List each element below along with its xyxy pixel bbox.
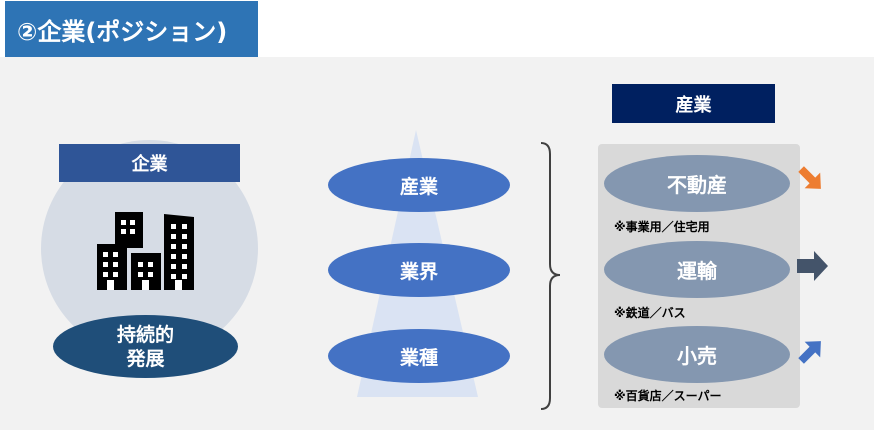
buildings-icon [97, 212, 194, 290]
industry-note-real-estate: ※事業用／住宅用 [614, 220, 710, 234]
arrow-down-right-icon [798, 166, 821, 189]
industry-header: 産業 [612, 84, 775, 123]
industry-item-retail: 小売 [604, 326, 790, 383]
right-brace [540, 142, 561, 410]
badge-line-1: 持続的 [116, 323, 174, 346]
badge-line-2: 発展 [126, 347, 165, 370]
hierarchy-item-sector: 業界 [328, 243, 510, 297]
company-header: 企業 [59, 144, 240, 182]
industry-note-retail: ※百貨店／スーパー [614, 389, 722, 403]
slide-title: ②企業(ポジション) [5, 1, 258, 57]
hierarchy-item-subsector: 業種 [328, 329, 510, 383]
arrow-right-icon [797, 251, 828, 281]
sustainable-growth-badge: 持続的 発展 [53, 315, 238, 378]
industry-item-real-estate: 不動産 [604, 155, 790, 212]
industry-item-transport: 運輸 [604, 241, 790, 298]
arrow-up-right-icon [798, 341, 821, 364]
hierarchy-item-industry: 産業 [328, 158, 510, 212]
industry-note-transport: ※鉄道／バス [614, 306, 686, 320]
